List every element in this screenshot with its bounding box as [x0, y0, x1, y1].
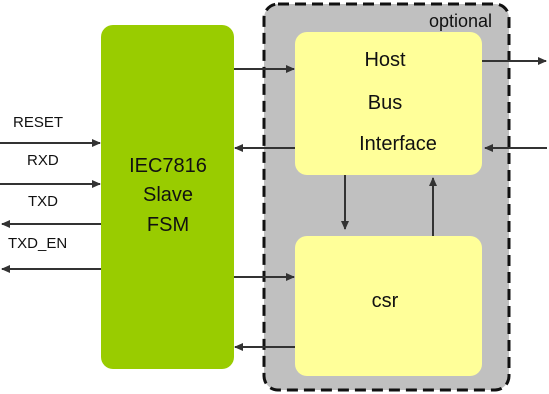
fsm-label-line-3: FSM	[147, 214, 189, 236]
signal-txd-en-label: TXD_EN	[8, 235, 67, 252]
csr-block	[295, 236, 482, 376]
signal-txd-label: TXD	[28, 193, 58, 210]
hbi-label-line-3: Interface	[359, 133, 437, 155]
signal-rxd-label: RXD	[27, 152, 59, 169]
csr-label: csr	[372, 290, 399, 312]
fsm-label-line-2: Slave	[143, 184, 193, 206]
hbi-label-line-2: Bus	[368, 92, 402, 114]
host-bus-interface-block	[295, 32, 482, 175]
optional-label: optional	[429, 11, 492, 31]
hbi-label-line-1: Host	[364, 49, 406, 71]
signal-reset-label: RESET	[13, 114, 63, 131]
fsm-label-line-1: IEC7816	[129, 155, 207, 177]
fsm-block	[101, 25, 234, 369]
